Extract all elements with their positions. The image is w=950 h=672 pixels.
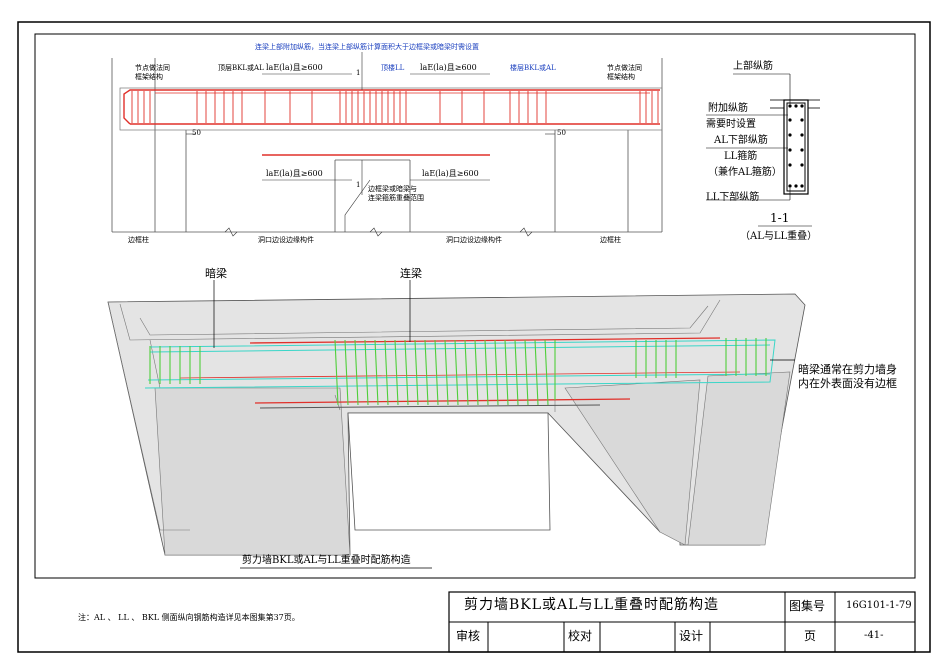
check-label: 校对 [568,629,593,643]
lae-dim-1: laE(la)且≥600 [266,63,323,72]
opening-edge-right: 洞口边设边缘构件 [446,236,502,244]
overlap-note-line1: 边框梁或暗梁与 [368,185,417,193]
footnote: 注：AL 、 LL 、 BKL 侧面纵向钢筋构造详见本图集第37页。 [78,613,300,622]
section-subtitle: （AL与LL重叠） [740,231,818,242]
section-extra-bar: 附加纵筋 [708,103,748,114]
node-right-line2: 框架结构 [607,73,635,81]
lae-dim-4: laE(la)且≥600 [422,169,479,178]
section-need-note: 需要时设置 [706,119,756,130]
label-anliang: 暗梁 [205,267,227,280]
section-mark-1: 1 [356,69,361,77]
node-left-line2: 框架结构 [135,73,163,81]
top-banner-note: 连梁上部附加纵筋，当连梁上部纵筋计算面积大于边框梁或暗梁时需设置 [255,43,479,51]
section-1-1 [706,73,820,227]
floor-bkl-al-label: 楼层BKL或AL [510,64,556,72]
opening-edge-left: 洞口边设边缘构件 [258,236,314,244]
iso-note-line1: 暗梁通常在剪力墙身 [798,363,897,376]
edge-column-right: 边框柱 [600,236,621,244]
design-label: 设计 [679,629,704,643]
section-al-bottom: AL下部纵筋 [714,135,768,146]
node-right-line1: 节点做法同 [607,64,642,72]
section-ll-bottom: LL下部纵筋 [706,192,760,203]
top-bkl-al-label: 顶层BKL或AL [218,64,264,72]
iso-note-line2: 内在外表面没有边框 [798,377,897,390]
lae-dim-2: laE(la)且≥600 [420,63,477,72]
page-number: -41- [864,630,884,641]
atlas-number: 16G101-1-79 [846,600,912,611]
isometric-view [107,280,806,569]
drawing-title: 剪力墙BKL或AL与LL重叠时配筋构造 [464,597,720,613]
top-ll-label: 顶楼LL [381,64,405,72]
overlap-note-line2: 连梁箍筋重叠范围 [368,194,424,202]
label-lianliang: 连梁 [400,267,422,280]
edge-column-left: 边框柱 [128,236,149,244]
title-block [448,591,916,653]
section-al-stirrup: （兼作AL箍筋） [708,167,782,178]
elevation-view [111,52,663,237]
node-left-line1: 节点做法同 [135,64,170,72]
section-title: 1-1 [770,211,790,225]
review-label: 审核 [456,629,481,643]
section-top-bar: 上部纵筋 [733,61,773,72]
dim-50-left: 50 [192,129,201,137]
dim-50-right: 50 [557,129,566,137]
section-ll-stirrup: LL箍筋 [724,151,758,162]
lae-dim-3: laE(la)且≥600 [266,169,323,178]
page-label: 页 [804,629,817,643]
atlas-label: 图集号 [789,599,826,613]
section-mark-2: 1 [356,181,361,189]
iso-caption: 剪力墙BKL或AL与LL重叠时配筋构造 [242,555,411,566]
